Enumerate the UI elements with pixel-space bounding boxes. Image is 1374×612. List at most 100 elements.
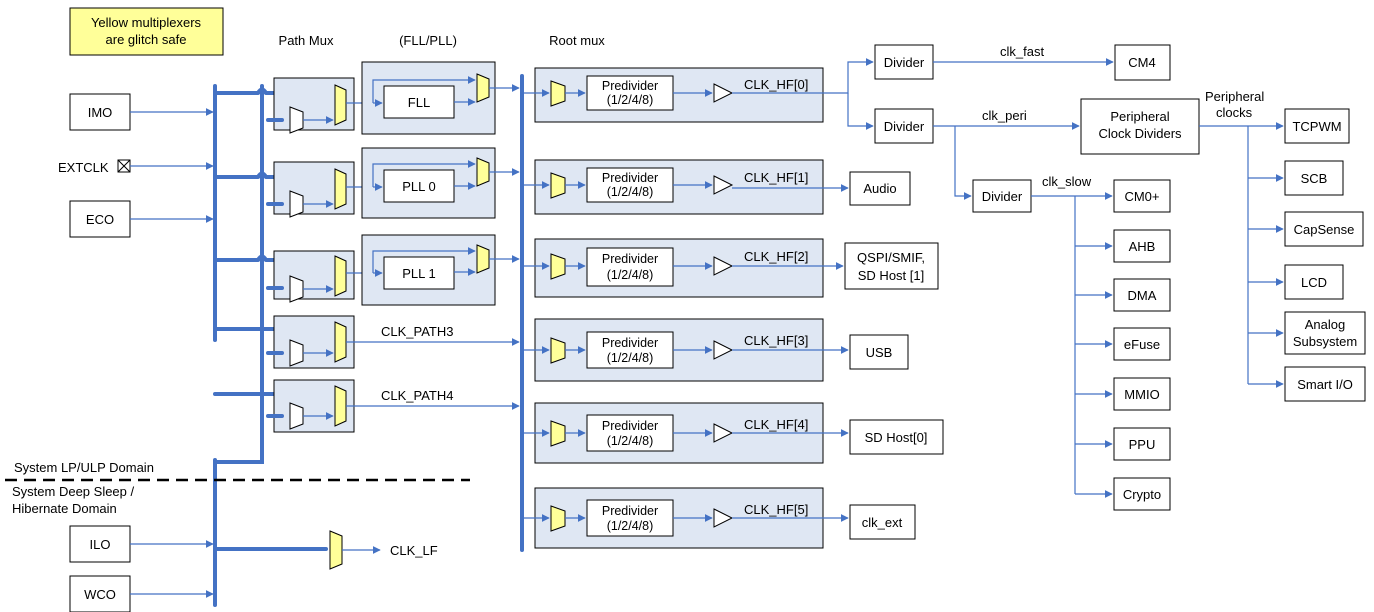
tcpwm-label: TCPWM — [1292, 119, 1341, 134]
clk-hf-3-label: CLK_HF[3] — [744, 333, 808, 348]
path-mux-header: Path Mux — [279, 33, 334, 48]
path-mux-row-4 — [266, 379, 355, 433]
predivider-5-line1: Predivider — [602, 504, 658, 518]
peripheral-dividers-line1: Peripheral — [1110, 109, 1169, 124]
path-mux-row-1 — [266, 161, 373, 218]
qspi-box — [844, 242, 939, 290]
clk-hf-1-label: CLK_HF[1] — [744, 170, 808, 185]
predivider-1-line1: Predivider — [602, 171, 658, 185]
predivider-1-line2: (1/2/4/8) — [607, 185, 654, 199]
efuse-label: eFuse — [1124, 337, 1160, 352]
qspi-line1: QSPI/SMIF, — [857, 250, 925, 265]
lcd-label: LCD — [1301, 275, 1327, 290]
path-mux-0 — [334, 84, 347, 126]
scb-box — [1284, 160, 1344, 196]
clk-hf-4-label: CLK_HF[4] — [744, 417, 808, 432]
eco-box — [69, 200, 131, 238]
lcd-box — [1284, 264, 1344, 300]
fll-bypass-mux — [476, 73, 490, 103]
crypto-label: Crypto — [1123, 487, 1161, 502]
fast-divider-box — [874, 44, 934, 80]
qspi-line2: SD Host [1] — [858, 268, 924, 283]
analog-line2: Subsystem — [1293, 334, 1357, 349]
ilo-box — [69, 525, 131, 563]
path-mux-row-3 — [266, 315, 355, 369]
predivider-5-line2: (1/2/4/8) — [607, 519, 654, 533]
efuse-box — [1113, 327, 1171, 361]
clk-lf-label: CLK_LF — [390, 543, 438, 558]
scb-label: SCB — [1301, 171, 1328, 186]
glitch-safe-note: Yellow multiplexers are glitch safe — [69, 7, 224, 56]
cm0-box — [1113, 179, 1171, 213]
note-line1: Yellow multiplexers — [91, 15, 202, 30]
hf0-to-fast-divider — [823, 58, 874, 94]
extclk-label: EXTCLK — [58, 160, 109, 175]
predivider-2-line1: Predivider — [602, 252, 658, 266]
clk-fast-label: clk_fast — [1000, 44, 1044, 59]
sdhost0-label: SD Host[0] — [865, 430, 928, 445]
predivider-4-line1: Predivider — [602, 419, 658, 433]
cm4-box — [1114, 44, 1171, 81]
capsense-box — [1284, 211, 1364, 247]
imo-box — [69, 93, 131, 131]
ahb-label: AHB — [1129, 239, 1156, 254]
dma-label: DMA — [1128, 288, 1157, 303]
predivider-3-line2: (1/2/4/8) — [607, 351, 654, 365]
usb-box — [849, 334, 909, 370]
path-mux-4 — [334, 385, 347, 427]
slow-divider-box — [972, 179, 1032, 213]
peripheral-dividers-box — [1080, 98, 1200, 155]
root-row-5: Predivider (1/2/4/8) CLK_HF[5] — [522, 487, 849, 549]
audio-box — [849, 171, 911, 206]
clk-hf-5-label: CLK_HF[5] — [744, 502, 808, 517]
peripheral-clocks-line1: Peripheral — [1205, 89, 1264, 104]
usb-label: USB — [866, 345, 893, 360]
cm0-label: CM0+ — [1124, 189, 1159, 204]
tcpwm-box — [1284, 108, 1350, 144]
crypto-box — [1113, 477, 1171, 511]
peripheral-dividers-line2: Clock Dividers — [1098, 126, 1182, 141]
mmio-label: MMIO — [1124, 387, 1159, 402]
bus-hops — [256, 87, 268, 262]
peri-to-slow-divider — [954, 126, 972, 200]
smart-io-label: Smart I/O — [1297, 377, 1353, 392]
lp-domain-label: System LP/ULP Domain — [14, 460, 154, 475]
root-row-2: Predivider (1/2/4/8) CLK_HF[2] — [522, 238, 844, 298]
pll0-label: PLL 0 — [402, 179, 436, 194]
path-mux-row-2 — [266, 250, 373, 303]
fll-pll-header: (FLL/PLL) — [399, 33, 457, 48]
clk-path3-label: CLK_PATH3 — [381, 324, 454, 339]
cm4-label: CM4 — [1128, 55, 1155, 70]
dma-box — [1113, 278, 1171, 312]
wco-box — [69, 575, 131, 612]
ahb-box — [1113, 229, 1171, 263]
ds-domain-line1: System Deep Sleep / — [12, 484, 135, 499]
root-row-4: Predivider (1/2/4/8) CLK_HF[4] — [522, 402, 849, 464]
pll0-bypass-mux — [476, 157, 490, 187]
imo-label: IMO — [88, 105, 113, 120]
predivider-0-line2: (1/2/4/8) — [607, 93, 654, 107]
root-mux-header: Root mux — [549, 33, 605, 48]
path-mux-2 — [334, 255, 347, 297]
ilo-label: ILO — [90, 537, 111, 552]
clk-slow-label: clk_slow — [1042, 174, 1092, 189]
note-line2: are glitch safe — [106, 32, 187, 47]
hf0-to-peri-divider — [847, 93, 874, 130]
clk-hf-2-label: CLK_HF[2] — [744, 249, 808, 264]
peri-divider-box — [874, 108, 934, 144]
predivider-4-line2: (1/2/4/8) — [607, 434, 654, 448]
fll-label: FLL — [408, 95, 430, 110]
extclk-pin-icon — [117, 159, 131, 173]
path-mux-3 — [334, 321, 347, 363]
audio-label: Audio — [863, 181, 896, 196]
pll1-label: PLL 1 — [402, 266, 436, 281]
slow-divider-label: Divider — [982, 189, 1023, 204]
pll0-group: PLL 0 — [361, 147, 496, 219]
fast-divider-label: Divider — [884, 55, 925, 70]
smart-io-box — [1284, 366, 1366, 402]
clk-peri-label: clk_peri — [982, 108, 1027, 123]
clk-lf-mux — [329, 530, 343, 570]
analog-subsystem-box — [1284, 311, 1366, 355]
peripheral-clocks-line2: clocks — [1216, 105, 1253, 120]
pll1-group: PLL 1 — [361, 234, 496, 306]
